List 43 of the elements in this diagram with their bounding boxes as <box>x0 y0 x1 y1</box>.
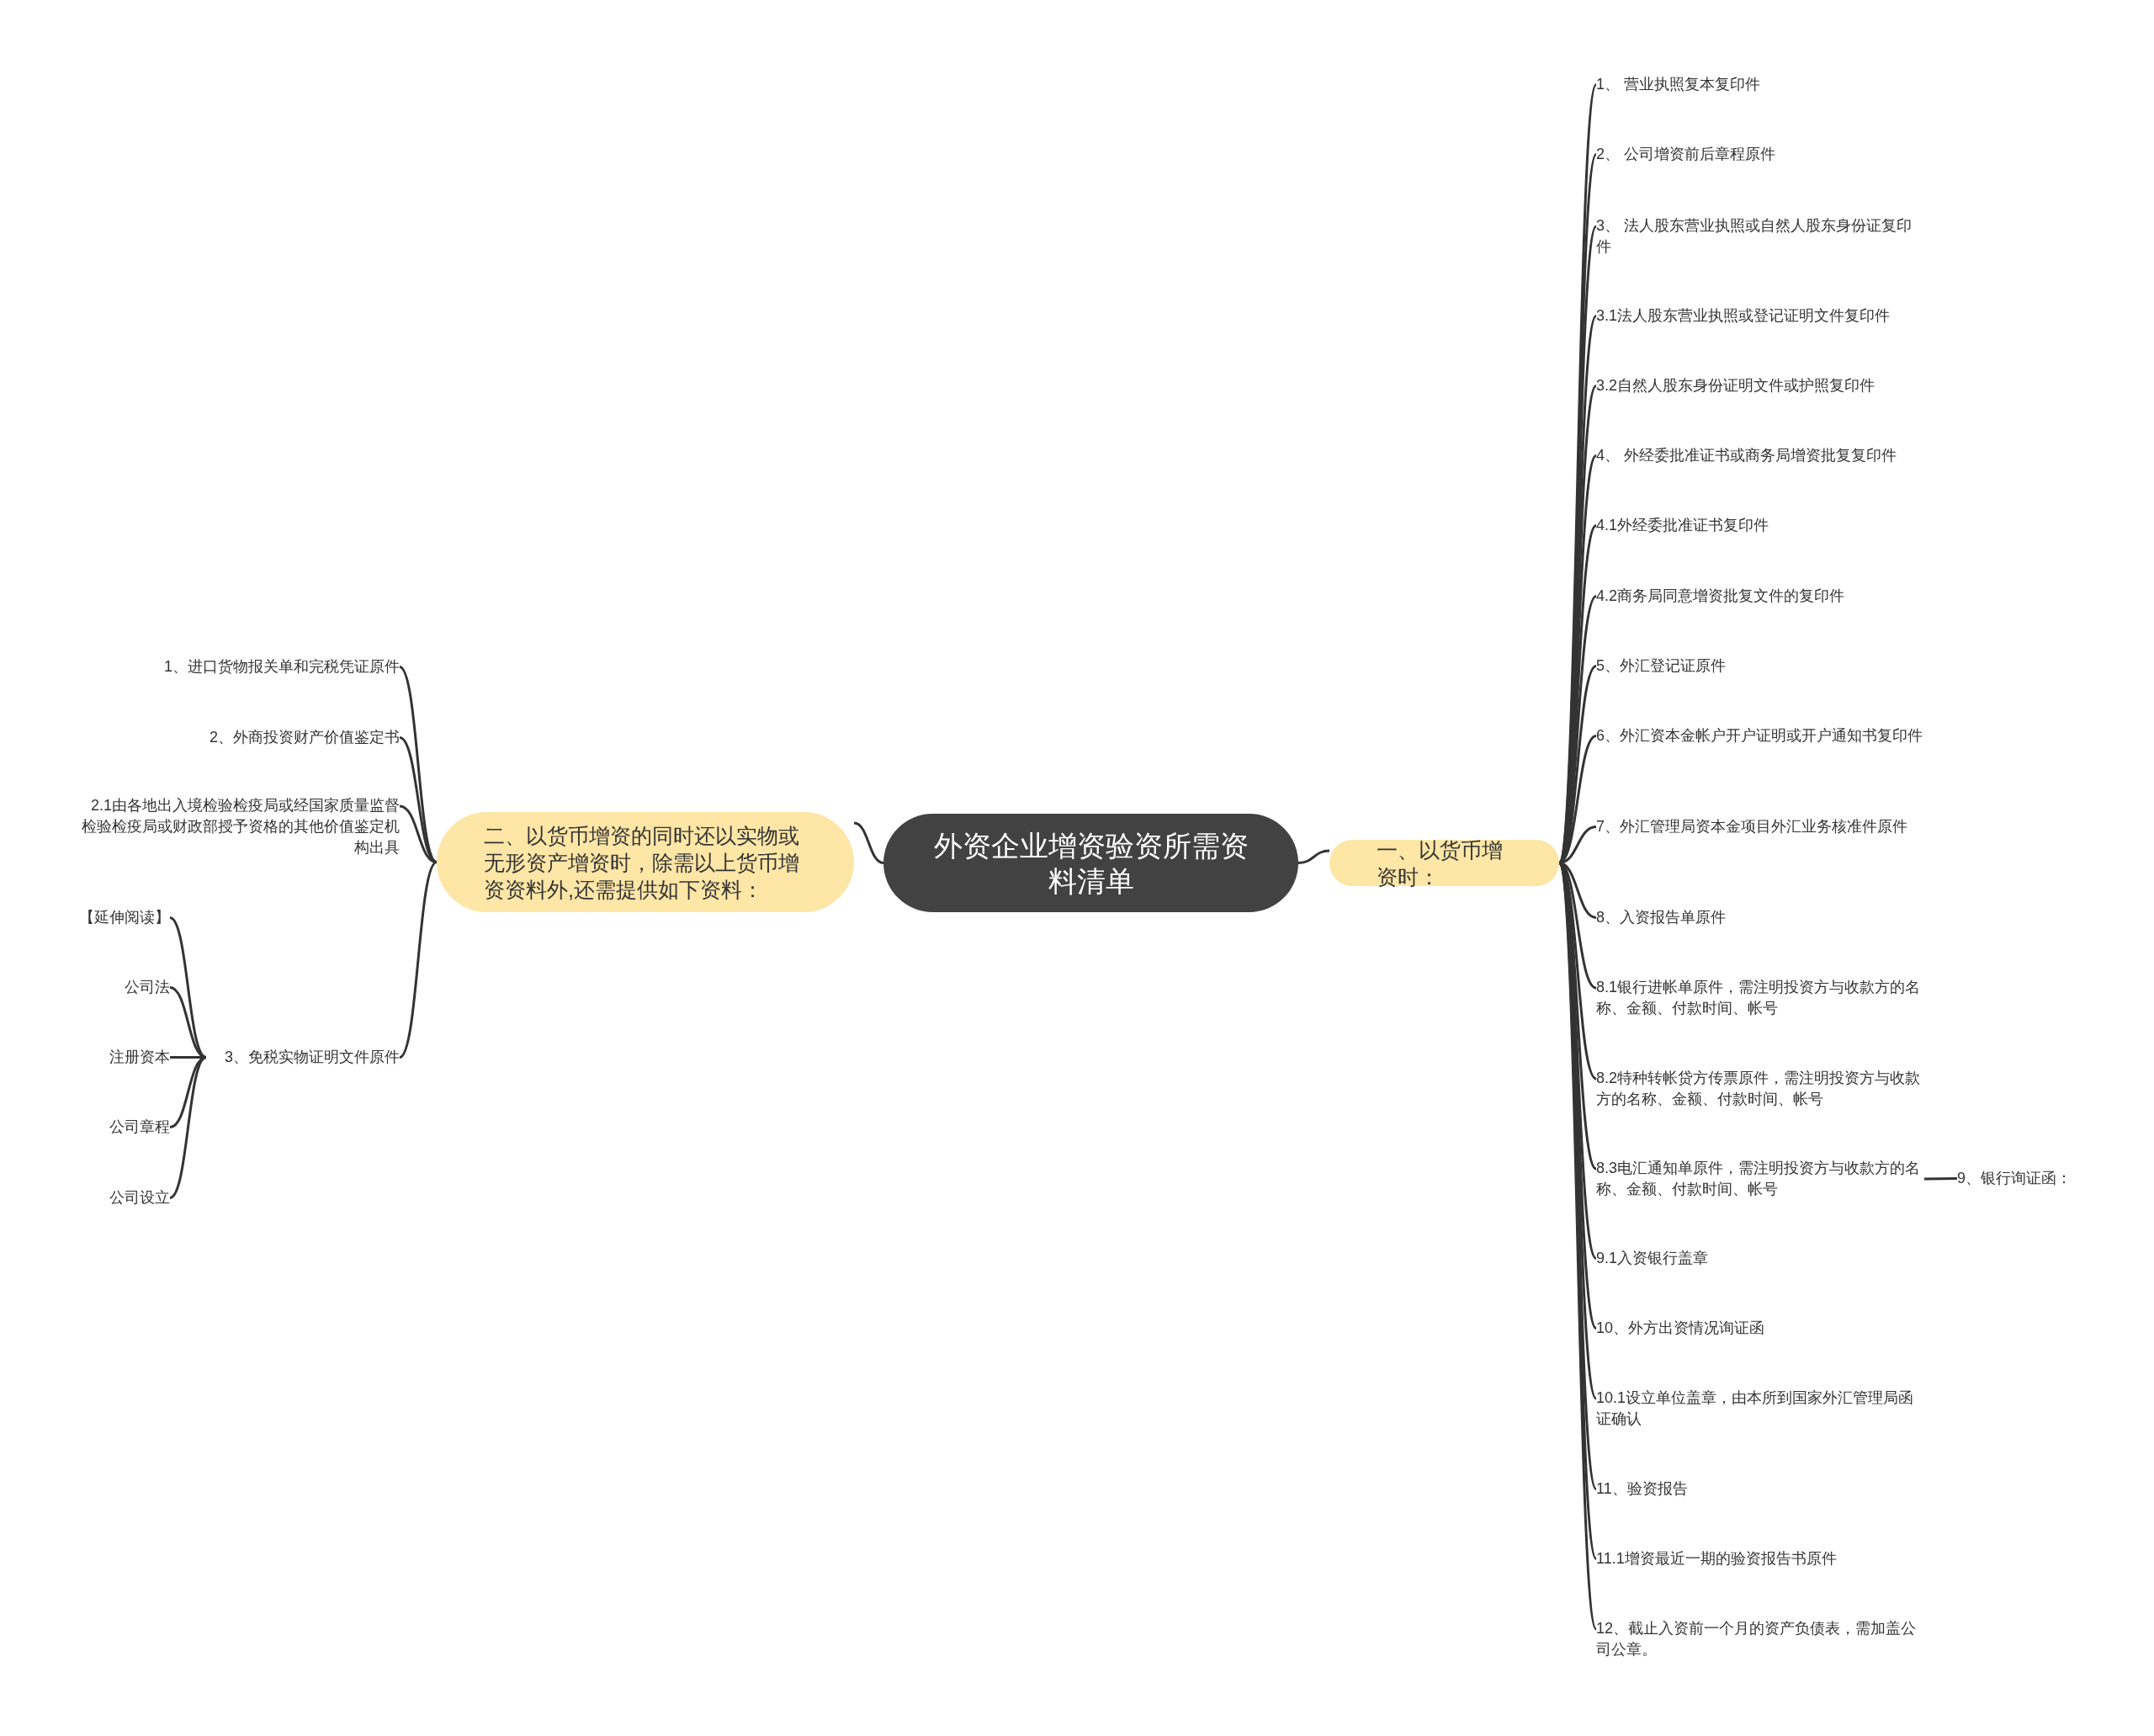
topic-text: 8.2特种转帐贷方传票原件，需注明投资方与收款方的名称、金额、付款时间、帐号 <box>1596 1068 1924 1110</box>
topic-text: 9.1入资银行盖章 <box>1596 1248 1924 1269</box>
topic-text: 4、 外经委批准证书或商务局增资批复复印件 <box>1596 445 1924 466</box>
topic-text: 8.1银行进帐单原件，需注明投资方与收款方的名称、金额、付款时间、帐号 <box>1596 977 1924 1019</box>
connector-line <box>1923 1177 1958 1181</box>
connector-line <box>399 804 438 863</box>
topic-text: 11、验资报告 <box>1596 1479 1924 1500</box>
topic-text: 5、外汇登记证原件 <box>1596 656 1924 677</box>
branch-topic: 二、以货币增资的同时还以实物或无形资产增资时，除需以上货币增资资料外,还需提供如下资料： <box>437 812 854 912</box>
topic-text: 2.1由各地出入境检验检疫局或经国家质量监督检验检疫局或财政部授予资格的其他价值鉴定机构出具 <box>80 795 400 858</box>
connector-line <box>399 861 438 1059</box>
topic-text: 8、入资报告单原件 <box>1596 907 1924 928</box>
topic-text: 11.1增资最近一期的验资报告书原件 <box>1596 1548 1924 1569</box>
topic-text: 10.1设立单位盖章，由本所到国家外汇管理局函证确认 <box>1596 1388 1924 1430</box>
topic-text: 8.3电汇通知单原件，需注明投资方与收款方的名称、金额、付款时间、帐号 <box>1596 1158 1924 1200</box>
connector-line <box>1297 849 1330 864</box>
topic-text: 2、 公司增资前后章程原件 <box>1596 144 1924 165</box>
connector-line <box>169 1056 207 1199</box>
topic-text: 12、截止入资前一个月的资产负债表，需加盖公司公章。 <box>1596 1618 1924 1660</box>
connector-line <box>399 666 438 863</box>
connector-line <box>169 986 207 1059</box>
topic-text: 4.1外经委批准证书复印件 <box>1596 515 1924 536</box>
connector-line <box>853 821 884 864</box>
topic-text: 9、银行询证函： <box>1957 1168 2100 1189</box>
topic-text: 1、 营业执照复本复印件 <box>1596 74 1924 95</box>
topic-text: 3.1法人股东营业执照或登记证明文件复印件 <box>1596 305 1924 326</box>
topic-text: 3、免税实物证明文件原件 <box>206 1047 400 1068</box>
topic-text: 公司法 <box>52 977 170 998</box>
topic-text: 公司章程 <box>52 1117 170 1138</box>
topic-text: 注册资本 <box>52 1047 170 1068</box>
topic-text: 7、外汇管理局资本金项目外汇业务核准件原件 <box>1596 816 1924 837</box>
topic-text: 1、进口货物报关单和完税凭证原件 <box>80 656 400 677</box>
topic-text: 10、外方出资情况询证函 <box>1596 1318 1924 1339</box>
topic-text: 4.2商务局同意增资批复文件的复印件 <box>1596 586 1924 607</box>
connector-line <box>399 736 438 863</box>
root-topic: 外资企业增资验资所需资料清单 <box>883 814 1298 912</box>
topic-text: 公司设立 <box>52 1187 170 1208</box>
topic-text: 【延伸阅读】 <box>52 907 170 928</box>
topic-text: 3.2自然人股东身份证明文件或护照复印件 <box>1596 375 1924 396</box>
topic-text: 3、 法人股东营业执照或自然人股东身份证复印件 <box>1596 215 1924 257</box>
branch-topic: 一、以货币增资时： <box>1329 840 1559 886</box>
topic-text: 6、外汇资本金帐户开户证明或开户通知书复印件 <box>1596 725 1924 746</box>
topic-text: 2、外商投资财产价值鉴定书 <box>80 727 400 748</box>
